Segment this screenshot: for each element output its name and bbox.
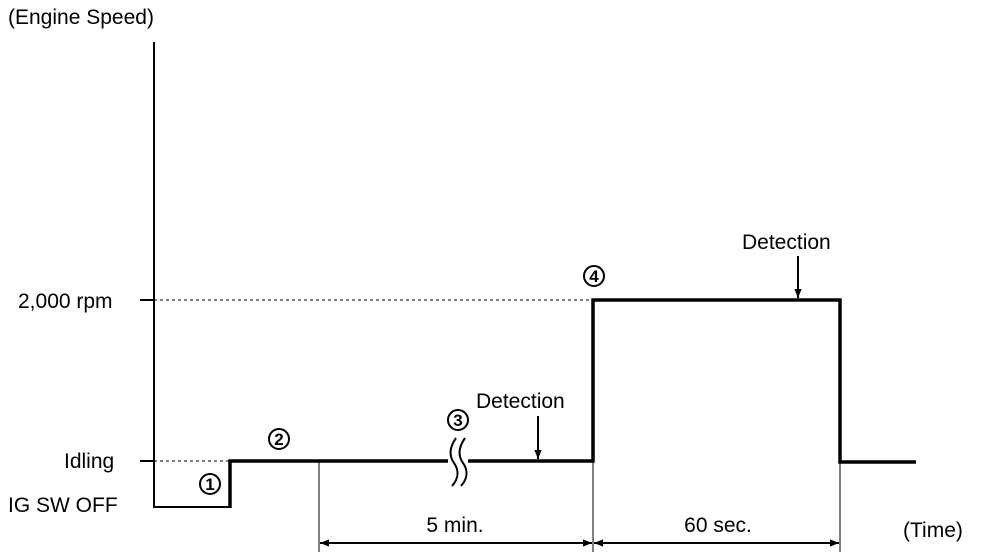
step-marker-4: 4 (583, 265, 605, 287)
step-number-3: 3 (453, 411, 462, 430)
detection-label-idle: Detection (476, 390, 565, 413)
step-number-4: 4 (589, 267, 599, 286)
speed-profile-part-2 (468, 298, 916, 464)
level-label-ig-sw-off: IG SW OFF (8, 494, 118, 517)
y-axis-title: (Engine Speed) (8, 6, 154, 29)
step-marker-2: 2 (268, 428, 290, 450)
level-label-idling: Idling (64, 450, 114, 473)
duration-label-60-sec: 60 sec. (684, 514, 752, 537)
step-marker-3: 3 (447, 409, 469, 431)
detection-label-2000-rpm: Detection (742, 231, 831, 254)
break-mark-right (458, 437, 468, 487)
duration-label-5-min: 5 min. (426, 514, 483, 537)
break-mark-left (449, 437, 459, 487)
step-number-2: 2 (274, 430, 283, 449)
speed-profile-part-1 (228, 459, 448, 508)
level-label-2000-rpm: 2,000 rpm (18, 290, 113, 313)
step-marker-1: 1 (199, 473, 221, 495)
x-axis-title: (Time) (903, 519, 963, 542)
step-number-1: 1 (205, 475, 214, 494)
